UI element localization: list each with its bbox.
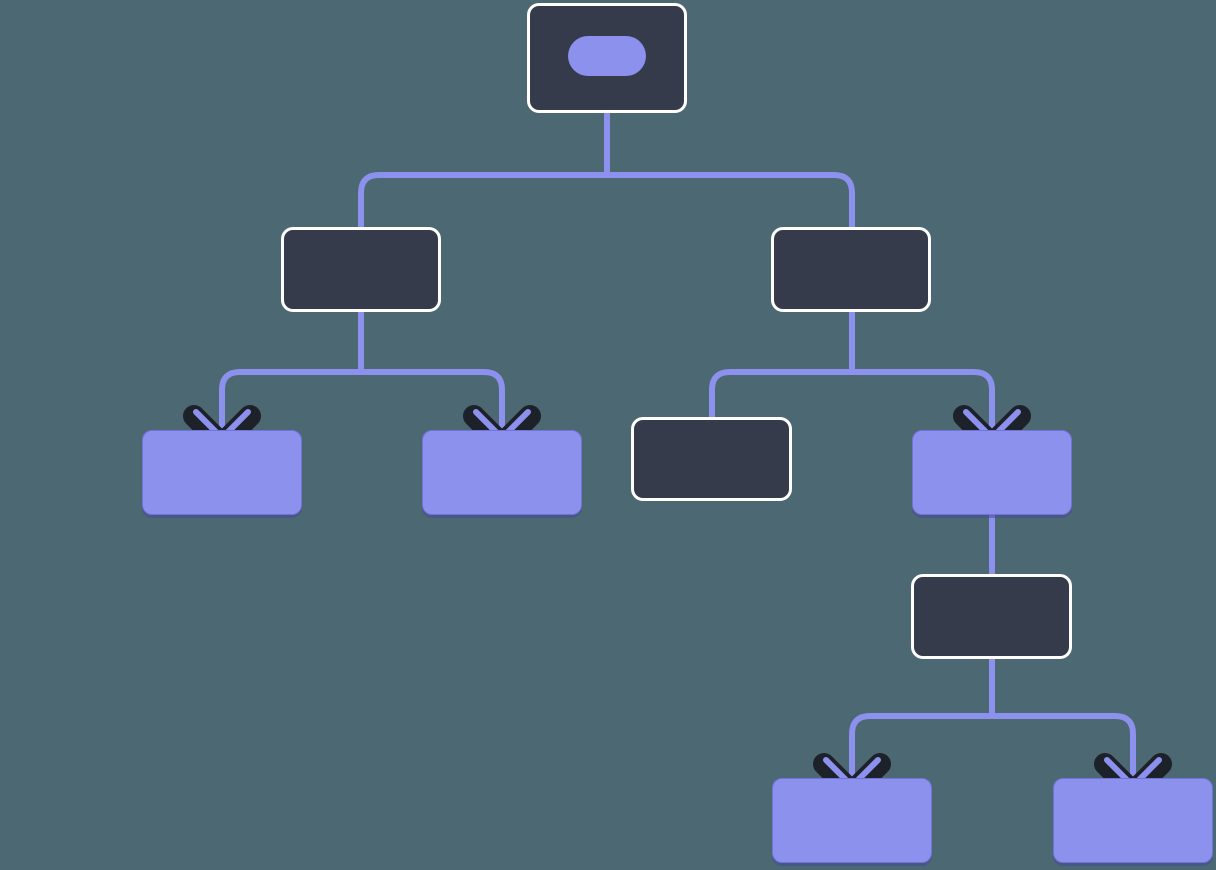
node-n-l2b[interactable]	[422, 430, 582, 515]
edge-n-l1-to-n-l2b	[361, 369, 505, 432]
edge-root-to-n-r1	[607, 172, 855, 227]
pin-glyph-head	[568, 36, 646, 76]
edge-n-r1-to-n-r2b	[852, 369, 995, 432]
edge-n-r3-to-n-r4b	[992, 713, 1136, 780]
pin-glyph	[568, 36, 646, 80]
edge-n-r3-to-n-r4a	[849, 713, 992, 780]
node-n-r2b[interactable]	[912, 430, 1072, 515]
node-n-r3[interactable]	[911, 574, 1072, 659]
node-root[interactable]	[527, 3, 687, 113]
node-n-r1[interactable]	[771, 227, 931, 312]
edge-n-l1-to-n-l2a	[219, 369, 361, 432]
node-n-r2a[interactable]	[631, 417, 792, 501]
edge-n-r1-to-n-r2a	[709, 369, 852, 419]
node-n-l2a[interactable]	[142, 430, 302, 515]
node-n-l1[interactable]	[281, 227, 441, 312]
node-n-r4b[interactable]	[1053, 778, 1213, 863]
node-n-r4a[interactable]	[772, 778, 932, 863]
edge-root-to-n-l1	[358, 172, 607, 227]
